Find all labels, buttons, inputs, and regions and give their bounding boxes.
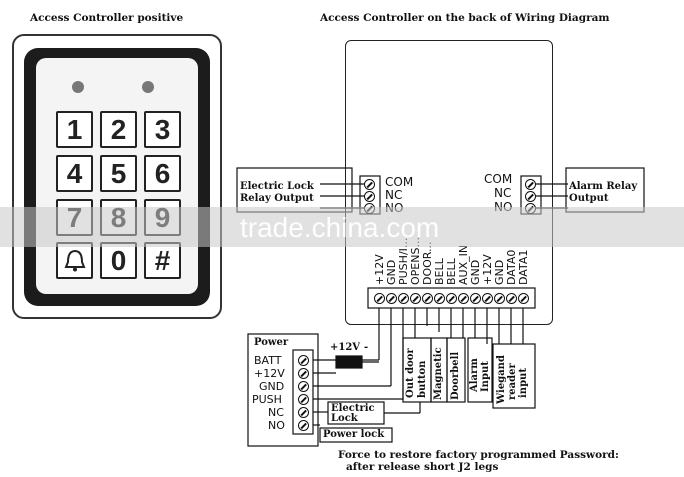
left-term-com: COM — [385, 175, 414, 189]
doorbell-label: Doorbell — [450, 351, 461, 400]
terminal-label: DATA1 — [517, 249, 530, 285]
power-term-nc: NC — [268, 406, 284, 419]
terminal-screw — [298, 420, 309, 431]
terminal-screw — [364, 179, 375, 190]
terminal-screw — [298, 394, 309, 405]
terminal-screw — [434, 293, 445, 304]
key-bell[interactable] — [56, 242, 93, 279]
battery-minus: - — [364, 342, 369, 353]
terminal-screw — [364, 191, 375, 202]
terminal-screw — [422, 293, 433, 304]
terminal-screw — [458, 293, 469, 304]
key-5[interactable]: 5 — [100, 155, 137, 192]
terminal-screw — [410, 293, 421, 304]
terminal-screw — [298, 407, 309, 418]
wiring-title: Access Controller on the back of Wiring … — [320, 12, 610, 24]
key-3[interactable]: 3 — [144, 111, 181, 148]
power-lock-label: Power lock — [323, 429, 385, 440]
keypad-title: Access Controller positive — [30, 12, 184, 24]
power-term-push: PUSH — [252, 393, 282, 406]
terminal-screw — [446, 293, 457, 304]
left-relay-label-2: Relay Output — [240, 193, 314, 204]
electric-lock-label-1: Electric — [331, 403, 375, 414]
terminal-screw — [470, 293, 481, 304]
bell-icon — [64, 249, 85, 271]
terminal-screw — [386, 293, 397, 304]
out-door-label-1: Out door — [405, 348, 416, 398]
terminal-screw — [494, 293, 505, 304]
terminal-screw — [518, 293, 529, 304]
footer-line-2: after release short J2 legs — [346, 461, 499, 473]
out-door-label-2: button — [417, 360, 428, 398]
right-relay-label-2: Output — [569, 193, 609, 204]
alarm-label-2: Input — [480, 361, 491, 392]
electric-lock-label-2: Lock — [331, 413, 358, 424]
key-2[interactable]: 2 — [100, 111, 137, 148]
key-hash[interactable]: # — [144, 242, 181, 279]
terminal-screw — [298, 368, 309, 379]
terminal-screw — [506, 293, 517, 304]
power-term-12v: +12V — [254, 367, 285, 380]
terminal-screw — [298, 381, 309, 392]
terminal-screw — [398, 293, 409, 304]
footer-line-1: Force to restore factory programmed Pass… — [338, 449, 619, 461]
key-6[interactable]: 6 — [144, 155, 181, 192]
power-term-batt: BATT — [254, 354, 282, 367]
right-relay-label-1: Alarm Relay — [569, 181, 638, 192]
magnetic-label: Magnetic — [433, 347, 444, 400]
right-term-com: COM — [484, 172, 513, 186]
terminal-screw — [525, 191, 536, 202]
watermark-text: trade.china.com — [240, 212, 440, 243]
key-0[interactable]: 0 — [100, 242, 137, 279]
power-title: Power — [254, 337, 289, 348]
led-right — [142, 81, 154, 93]
terminal-screw — [374, 293, 385, 304]
wiegand-label-1: Wiegand — [496, 355, 507, 404]
left-term-nc: NC — [385, 188, 403, 202]
right-term-nc: NC — [494, 186, 512, 200]
key-4[interactable]: 4 — [56, 155, 93, 192]
power-term-no: NO — [268, 419, 285, 432]
power-term-gnd: GND — [259, 380, 285, 393]
watermark-band: trade.china.com — [0, 207, 684, 247]
left-relay-label-1: Electric Lock — [240, 181, 314, 192]
alarm-label-1: Alarm — [469, 358, 480, 392]
terminal-screw — [482, 293, 493, 304]
wiegand-label-2: reader — [507, 363, 518, 400]
terminal-screw — [298, 355, 309, 366]
key-1[interactable]: 1 — [56, 111, 93, 148]
terminal-screw — [525, 179, 536, 190]
wiegand-label-3: input — [518, 368, 529, 398]
led-left — [72, 81, 84, 93]
battery-label: +12V — [330, 342, 361, 353]
